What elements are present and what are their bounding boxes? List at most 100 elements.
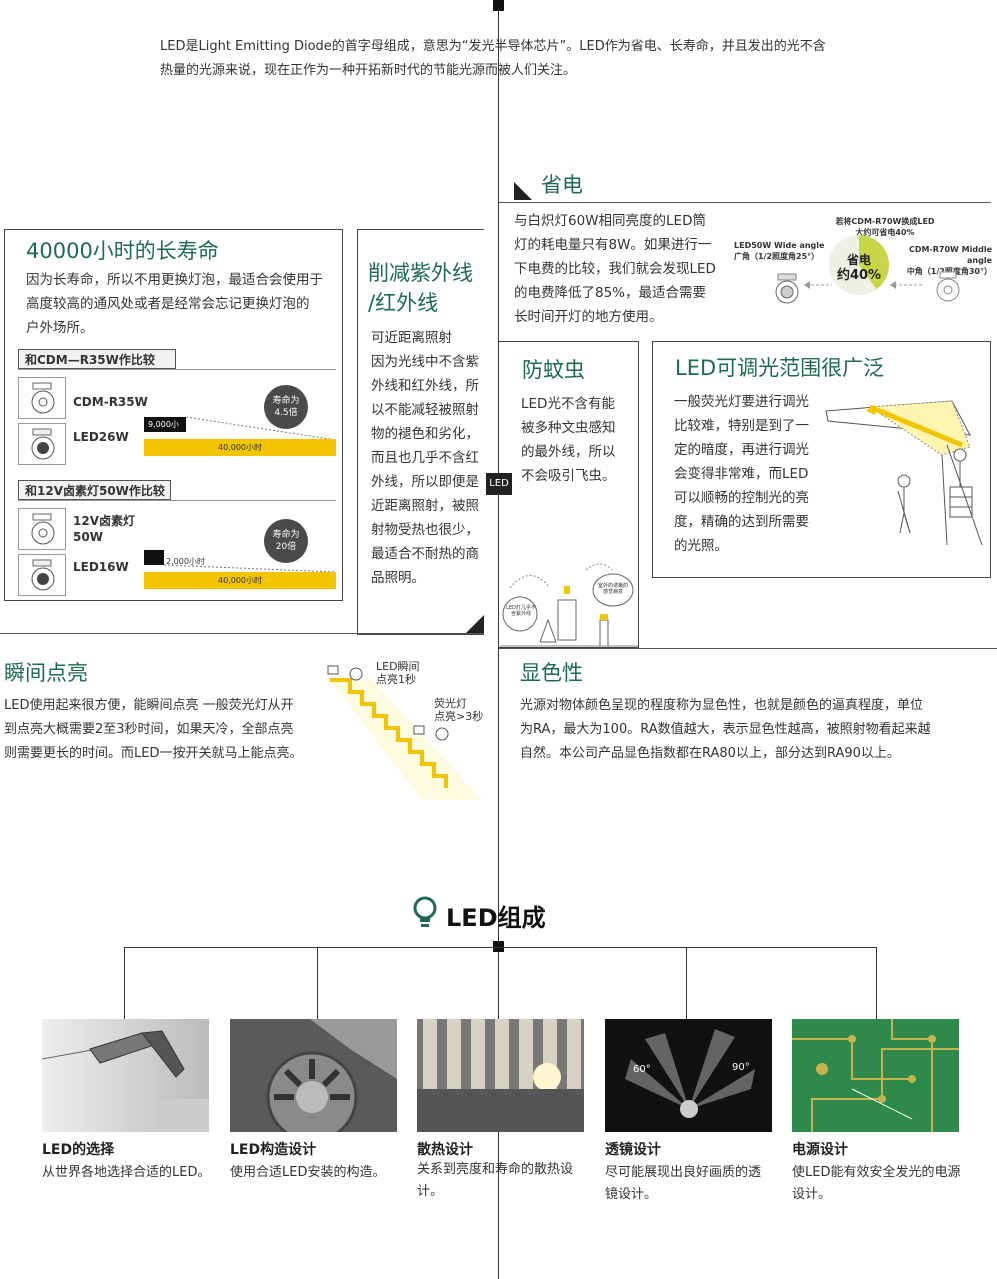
pcb-photo-icon (792, 1019, 959, 1132)
text-line: 的最外线，所以 (521, 444, 616, 460)
tree-branch (686, 947, 687, 1019)
text-line: 因为光线中不含紫 (371, 354, 479, 370)
center-divider (498, 0, 499, 1279)
label-line: 荧光灯 (434, 697, 467, 710)
text-line: 因为长寿命，所以不用更换灯泡，最适合会使用于 (26, 272, 323, 288)
text-line: 定的暗度，再进行调光 (674, 442, 809, 458)
mosquito-title: 防蚊虫 (522, 358, 585, 382)
text-line: 以不能减轻被照射 (371, 402, 479, 418)
text-line: 光源对物体颜色呈现的程度称为显色性，也就是颜色的逼真程度，单位 (520, 698, 924, 713)
savings-circle-label: 省电 约40% (828, 252, 890, 284)
uv-ir-panel (357, 229, 484, 635)
cdm-lamp-icon (18, 377, 66, 419)
lamp-label: 12V卤素灯 50W (73, 514, 135, 544)
text-line: 下电费的比较，我们就会发现LED (514, 261, 716, 277)
text-line: 射物受热也很少， (371, 522, 479, 538)
text-line: 品照明。 (371, 570, 425, 586)
lightbulb-icon (413, 896, 437, 927)
compare2-header: 和12V卤素灯50W作比较 (18, 480, 171, 500)
stairs-label: 荧光灯 点亮>3秒 (434, 697, 483, 723)
save-power-rule (499, 202, 991, 203)
composition-item-title: 散热设计 (417, 1142, 473, 1158)
composition-item-desc: 尽可能展现出良好画质的透镜设计。 (605, 1165, 762, 1202)
label-line: LED瞬间 (376, 660, 420, 673)
long-life-text: 因为长寿命，所以不用更换灯泡，最适合会使用于 高度较高的通风处或者是经常会忘记更… (26, 268, 336, 340)
led-chip-photo-icon (42, 1019, 209, 1132)
composition-item-title: 电源设计 (792, 1142, 848, 1158)
diagram-caption: 若将CDM-R70W换成LED (835, 217, 935, 226)
tree-horizontal (124, 947, 876, 948)
composition-item-desc: 使用合适LED安装的构造。 (230, 1165, 386, 1180)
led-lamp-label: 广角（1/2照度角25°） (734, 252, 820, 261)
text-line: 被多种文虫感知 (521, 420, 616, 436)
compare1-rule (18, 369, 336, 370)
color-text: 光源对物体颜色呈现的程度称为显色性，也就是颜色的逼真程度，单位 为RA，最大为1… (520, 694, 990, 766)
dimming-panel (652, 341, 991, 578)
stairs-label: LED瞬间 点亮1秒 (376, 660, 420, 686)
instant-title: 瞬间点亮 (4, 661, 88, 685)
stairs-illustration-icon (327, 665, 482, 800)
text-line: 不会吸引飞虫。 (521, 468, 616, 484)
tree-branch (124, 947, 125, 1019)
arrow-left-icon (890, 281, 924, 289)
intro-text: LED是Light Emitting Diode的首字母组成，意思为“发光半导体… (160, 35, 920, 83)
text-line: 长时间开灯的地方使用。 (514, 309, 663, 325)
lamp-label: CDM-R35W (73, 395, 148, 409)
save-power-corner (514, 182, 532, 200)
composition-title: LED组成 (446, 904, 546, 932)
text-line: 为RA，最大为100。RA数值越大，表示显色性越高，被照射物看起来越 (520, 722, 931, 737)
savings-label: 省电 (846, 253, 871, 267)
composition-item-title: LED构造设计 (230, 1142, 317, 1158)
text-line: 高度较高的通风处或者是经常会忘记更换灯泡的 (26, 296, 310, 312)
text-line: 可以顺畅的控制光的亮 (674, 490, 809, 506)
text-line: 物的褪色和劣化， (371, 426, 479, 442)
text-line: 户外场所。 (26, 320, 94, 336)
diagram-caption: 大约可省电40% (855, 228, 915, 237)
save-power-title: 省电 (541, 173, 583, 197)
text-line: 到点亮大概需要2至3秒时间，如果天冷，全部点亮 (4, 722, 294, 737)
tree-branch (317, 947, 318, 1019)
savings-circle-icon (829, 235, 889, 295)
text-line: 一般荧光灯要进行调光 (674, 394, 809, 410)
led-lamp-label: LED50W Wide angle (734, 241, 825, 250)
badge-text: 寿命为 4.5倍 (272, 396, 300, 418)
bubble-text: 室外的诱蛾的感觉病变 (597, 583, 628, 595)
instant-text: LED使用起来很方便，能瞬间点亮 一般荧光灯从开 到点亮大概需要2至3秒时间，如… (4, 694, 324, 766)
badge-text: 寿命为 20倍 (272, 530, 300, 552)
text-line: 可近距离照射 (371, 330, 452, 346)
mosquito-text: LED光不含有能 被多种文虫感知 的最外线，所以 不会吸引飞虫。 (521, 392, 636, 488)
life-ratio-badge: 寿命为 4.5倍 (264, 385, 308, 429)
halogen-lamp-icon (18, 508, 66, 550)
long-life-panel (4, 229, 343, 601)
led-lamp-icon (18, 423, 66, 465)
dimming-title: LED可调光范围很广泛 (675, 356, 885, 380)
tree-root-marker (493, 941, 504, 952)
middle-rule (499, 648, 997, 649)
dimming-text: 一般荧光灯要进行调光 比较难，特别是到了一 定的暗度，再进行调光 会变得非常难，… (674, 390, 824, 558)
halogen-life-bar (144, 550, 164, 565)
dimming-illustration-icon (825, 400, 983, 546)
uv-ir-title: 削减紫外线 /红外线 (368, 258, 473, 318)
uv-ir-corner (466, 615, 484, 633)
text-line: 自然。本公司产品显色指数都在RA80以上，部分达到RA90以上。 (520, 746, 900, 761)
led-lamp-icon (18, 554, 66, 596)
compare1-header: 和CDM—R35W作比较 (18, 349, 176, 369)
text-line: 比较难，特别是到了一 (674, 418, 809, 434)
text-line: 近距离照射，被照 (371, 498, 479, 514)
text-line: LED光不含有能 (521, 396, 615, 412)
text-line: 会变得非常难，而LED (674, 466, 809, 482)
composition-item-desc: 关系到亮度和寿命的散热设计。 (417, 1162, 574, 1199)
text-line: 外线和红外线，所 (371, 378, 479, 394)
text-line: 外线，所以即便是 (371, 474, 479, 490)
intro-line: LED是Light Emitting Diode的首字母组成，意思为“发光半导体… (160, 39, 826, 54)
save-power-diagram: 若将CDM-R70W换成LED 大约可省电40% LED50W Wide ang… (730, 212, 992, 332)
led-life-bar: 40,000小时 (144, 439, 336, 456)
dotted-guide (164, 564, 336, 573)
lamp-label: LED16W (73, 560, 129, 574)
text-line: 的电费降低了85%，最适合需要 (514, 285, 707, 301)
save-power-text: 与白炽灯60W相同亮度的LED筒 灯的耗电量只有8W。如果进行一 下电费的比较，… (514, 209, 719, 329)
mosquito-panel (499, 341, 639, 648)
label-line: 点亮1秒 (376, 673, 416, 686)
text-line: 灯的耗电量只有8W。如果进行一 (514, 237, 712, 253)
dotted-guide (186, 416, 336, 440)
